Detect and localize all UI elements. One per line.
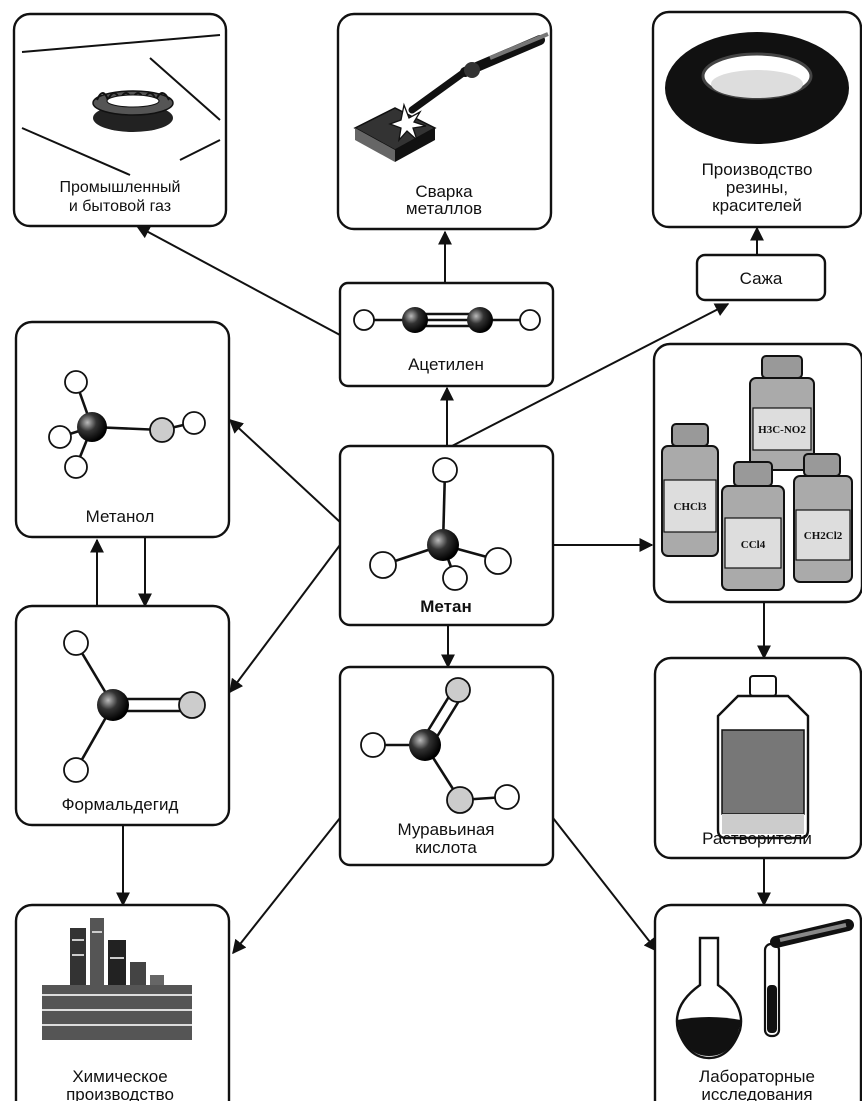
rubber-label-2: резины, (726, 178, 788, 197)
node-acetylene: Ацетилен (338, 281, 555, 388)
tire-icon (665, 32, 849, 144)
welding-label-2: металлов (406, 199, 482, 218)
chemical-label-2: производство (66, 1085, 174, 1101)
lab-glassware-icon (675, 919, 854, 1060)
formic-label-2: кислота (415, 838, 477, 857)
methane-molecule-icon (369, 457, 512, 591)
edge-methane-soot (451, 303, 730, 447)
methanol-label: Метанол (86, 507, 155, 526)
formic-acid-molecule-icon (360, 677, 520, 814)
node-lab: Лабораторные исследования (653, 903, 862, 1101)
gas-label-2: и бытовой газ (69, 198, 171, 215)
solvents-label: Растворители (702, 829, 812, 848)
methanol-molecule-icon (48, 370, 206, 479)
rubber-label-1: Производство (702, 160, 813, 179)
rubber-label-3: красителей (712, 196, 802, 215)
node-formic: Муравьиная кислота (338, 665, 555, 867)
soot-label: Сажа (740, 269, 783, 288)
factory-icon (42, 918, 192, 1040)
edge-methane-methanol (228, 419, 341, 523)
formula-ch2cl2: CH2Cl2 (804, 530, 843, 542)
chemical-label-1: Химическое (72, 1067, 167, 1086)
node-welding: Сварка металлов (336, 12, 553, 231)
node-rubber: Производство резины, красителей (651, 10, 862, 229)
lab-label-2: исследования (701, 1085, 812, 1101)
edge-methane-formaldehyde (229, 544, 341, 694)
node-soot: Сажа (695, 253, 827, 302)
acetylene-label: Ацетилен (408, 355, 484, 374)
formaldehyde-label: Формальдегид (62, 795, 179, 814)
chemical-bottles-icon: H3C-NO2 CHCl3 CH2Cl2 CCl4 (661, 355, 853, 591)
lab-label-1: Лабораторные (699, 1067, 815, 1086)
node-chloro: H3C-NO2 CHCl3 CH2Cl2 CCl4 (652, 342, 862, 604)
welding-torch-icon (353, 32, 549, 162)
node-methanol: Метанол (14, 320, 231, 539)
gas-burner-icon (21, 34, 221, 176)
formula-ccl4: CCl4 (741, 539, 766, 551)
methane-label: Метан (420, 597, 471, 616)
formaldehyde-molecule-icon (63, 630, 206, 783)
welding-label-1: Сварка (415, 182, 473, 201)
edges (90, 225, 771, 955)
gas-label-1: Промышленный (60, 179, 181, 196)
node-formaldehyde: Формальдегид (14, 604, 231, 827)
edge-formic-chemical (232, 817, 341, 955)
node-solvents: Растворители (653, 656, 862, 860)
node-methane: Метан (338, 444, 555, 627)
solvent-bottle-icon (716, 675, 810, 840)
node-chemical: Химическое производство (14, 903, 231, 1101)
formula-chcl3: CHCl3 (674, 501, 708, 513)
edge-acetylene-gas (135, 225, 341, 336)
formic-label-1: Муравьиная (397, 820, 494, 839)
edge-formic-lab (552, 817, 658, 953)
acetylene-molecule-icon (353, 307, 541, 333)
node-gas: Промышленный и бытовой газ (12, 12, 228, 228)
formula-h3c-no2: H3C-NO2 (758, 424, 806, 436)
